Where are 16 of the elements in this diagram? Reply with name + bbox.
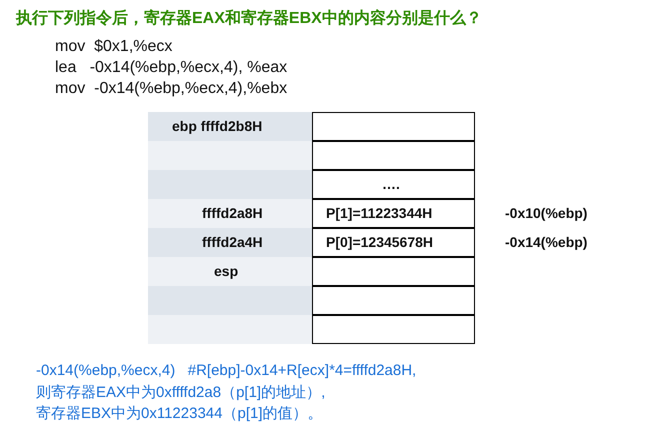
explanation-note: -0x14(%ebp,%ecx,4) #R[ebp]-0x14+R[ecx]*4=ffffd2a8H, xyxy=(36,362,416,379)
table-cell-text: ebp ffffd2b8H xyxy=(172,118,262,134)
table-cell-text: P[0]=12345678H xyxy=(326,234,434,250)
question-title: 执行下列指令后，寄存器EAX和寄存器EBX中的内容分别是什么？ xyxy=(16,8,483,29)
assembly-code-line: mov -0x14(%ebp,%ecx,4),%ebx xyxy=(55,80,288,98)
table-cell-text: P[1]=11223344H xyxy=(326,205,432,221)
table-cell-text: -0x10(%ebp) xyxy=(505,205,588,221)
table-cell-text: -0x14(%ebp) xyxy=(505,234,588,250)
table-cell-text: esp xyxy=(214,263,238,279)
explanation-note: 则寄存器EAX中为0xffffd2a8（p[1]的地址）, xyxy=(36,383,326,402)
assembly-code-line: lea -0x14(%ebp,%ecx,4), %eax xyxy=(55,59,288,77)
table-cell-text: ffffd2a8H xyxy=(202,205,263,221)
explanation-note: 寄存器EBX中为0x11223344（p[1]的值）。 xyxy=(36,404,323,423)
assembly-code-line: mov $0x1,%ecx xyxy=(55,38,172,56)
table-cell-text: ffffd2a4H xyxy=(202,234,263,250)
table-cell-text: …. xyxy=(382,176,400,192)
